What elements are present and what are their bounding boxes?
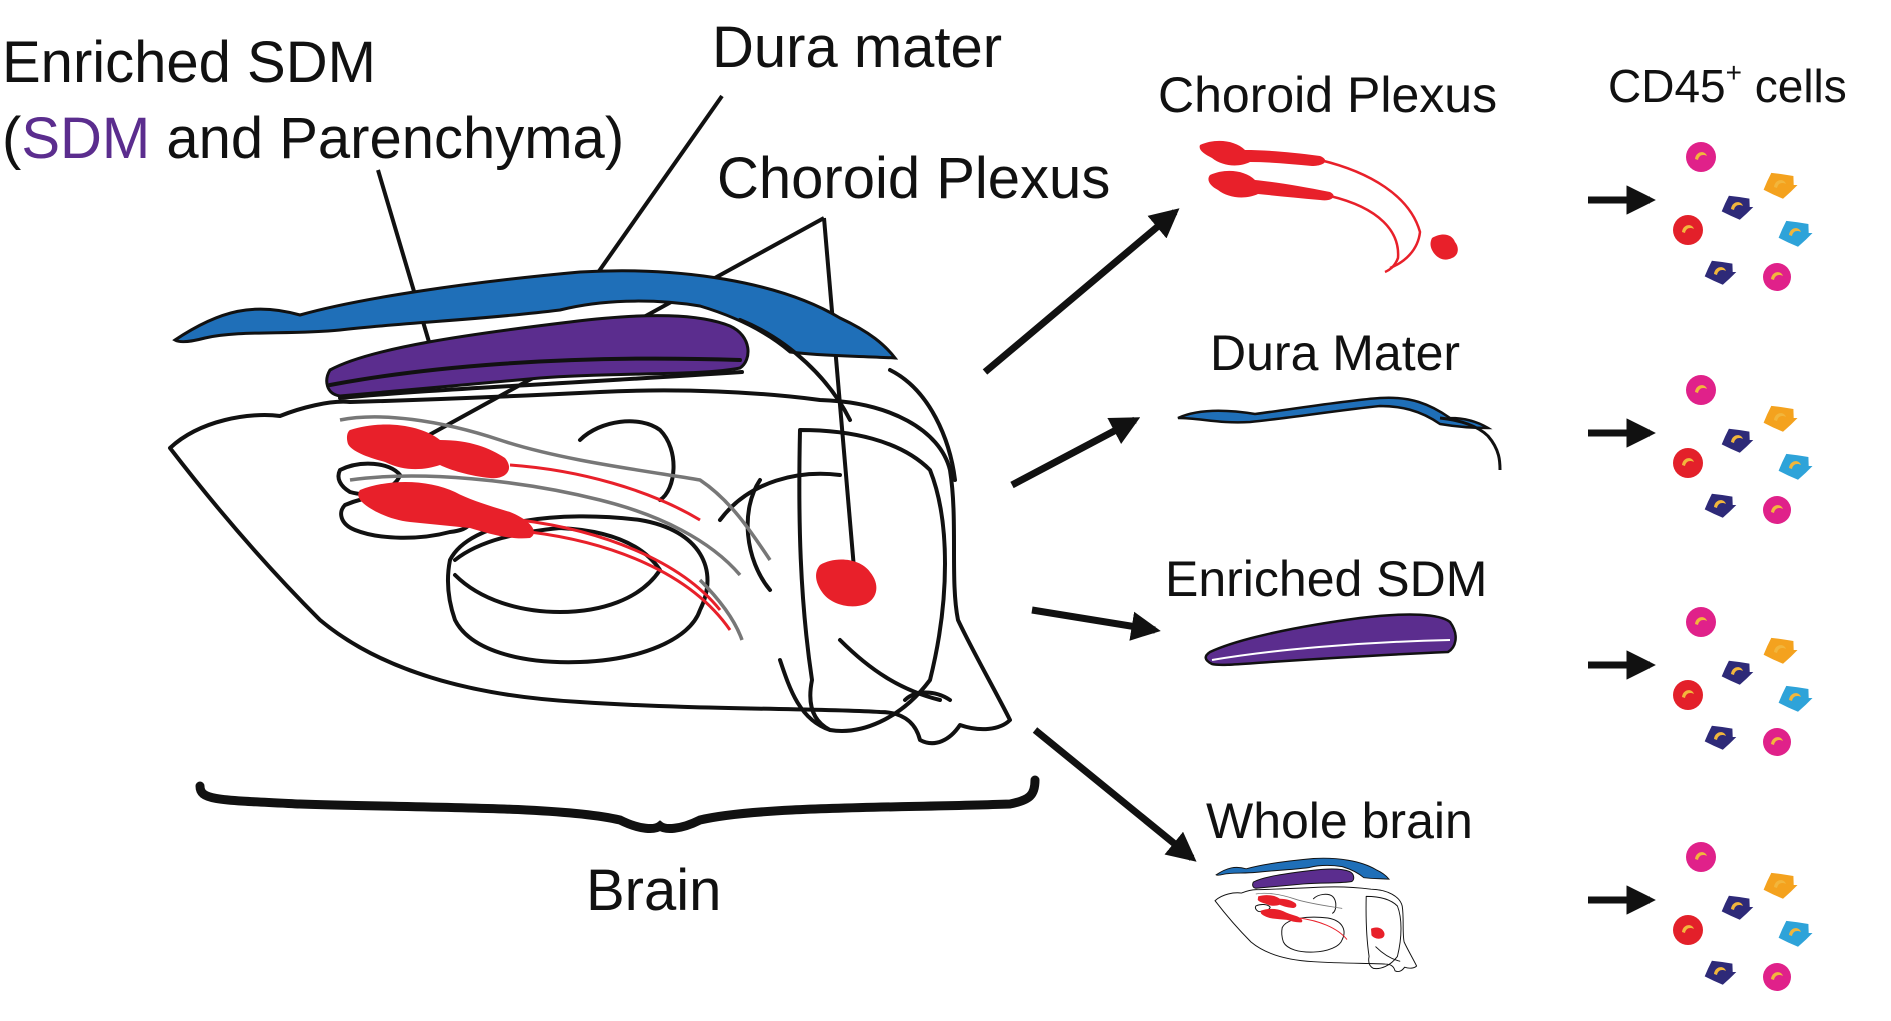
panel-dura-title: Dura Mater <box>1210 325 1460 381</box>
cell-red <box>1673 448 1703 478</box>
brain-schematic <box>168 269 1012 746</box>
cell-navy <box>1704 960 1737 985</box>
cell-rows <box>1588 142 1813 991</box>
cell-cluster-row <box>1588 142 1813 291</box>
enriched-sdm-sample <box>1204 613 1457 667</box>
cell-navy <box>1721 895 1754 920</box>
cell-pink <box>1763 728 1791 756</box>
cell-nucleus <box>1789 693 1801 701</box>
cell-pink <box>1763 496 1791 524</box>
cell-red <box>1673 915 1703 945</box>
dura-mater-sample <box>1177 396 1502 471</box>
cell-nucleus <box>1731 435 1743 443</box>
paren-open: ( <box>2 106 21 171</box>
cell-cyan <box>1778 920 1813 947</box>
cell-nucleus <box>1714 732 1726 740</box>
dura-mater-label: Dura mater <box>712 15 1002 80</box>
cell-nucleus <box>1774 645 1786 653</box>
cell-nucleus <box>1771 972 1783 980</box>
cell-cluster-row <box>1588 607 1813 756</box>
cd45-suffix: cells <box>1742 60 1847 112</box>
cell-navy <box>1704 493 1737 518</box>
choroid-plexus-label: Choroid Plexus <box>717 146 1110 211</box>
cell-nucleus <box>1682 225 1694 233</box>
cell-nucleus <box>1731 202 1743 210</box>
cell-nucleus <box>1695 152 1707 160</box>
cell-cluster-row <box>1588 375 1813 524</box>
cell-nucleus <box>1774 413 1786 421</box>
brain-outline <box>168 388 1012 746</box>
cell-nucleus <box>1714 267 1726 275</box>
whole-brain-sample <box>1214 857 1418 973</box>
cell-pink <box>1686 142 1716 172</box>
cell-navy <box>1721 428 1754 453</box>
cell-orange <box>1763 872 1798 899</box>
arrow-to-sdm <box>1031 606 1161 641</box>
enriched-sdm-title: Enriched SDM <box>2 30 376 95</box>
cell-pink <box>1686 375 1716 405</box>
cell-pink <box>1686 607 1716 637</box>
cell-nucleus <box>1695 385 1707 393</box>
cell-nucleus <box>1771 505 1783 513</box>
cell-pink <box>1686 842 1716 872</box>
cell-nucleus <box>1774 880 1786 888</box>
cd45-prefix: CD45 <box>1608 60 1726 112</box>
cell-nucleus <box>1714 500 1726 508</box>
cell-nucleus <box>1714 967 1726 975</box>
cell-orange <box>1763 637 1798 664</box>
cell-pink <box>1763 963 1791 991</box>
cell-nucleus <box>1774 180 1786 188</box>
brain-brace <box>195 775 1040 833</box>
panel-sdm-title: Enriched SDM <box>1165 551 1487 607</box>
choroid-plexus-sample <box>1199 140 1458 274</box>
cell-navy <box>1704 260 1737 285</box>
cell-cluster-row <box>1588 842 1813 991</box>
cell-red <box>1673 215 1703 245</box>
panel-whole-brain-title: Whole brain <box>1206 793 1473 849</box>
cell-nucleus <box>1731 902 1743 910</box>
arrow-to-choroid <box>982 208 1180 375</box>
cell-navy <box>1721 660 1754 685</box>
cell-nucleus <box>1789 928 1801 936</box>
cell-cyan <box>1778 685 1813 712</box>
sdm-parenchyma-label: (SDM and Parenchyma) <box>2 106 624 171</box>
cd45-superscript: + <box>1726 57 1742 88</box>
cell-nucleus <box>1695 852 1707 860</box>
cell-navy <box>1704 725 1737 750</box>
cell-cyan <box>1778 453 1813 480</box>
cell-nucleus <box>1789 228 1801 236</box>
cell-nucleus <box>1682 458 1694 466</box>
leader-dura <box>595 94 724 276</box>
choroid-fourth-ventricle <box>816 559 877 607</box>
brain-label: Brain <box>586 858 721 923</box>
cell-nucleus <box>1771 737 1783 745</box>
choroid-lateral-lower <box>358 481 534 539</box>
arrow-to-dura <box>1010 416 1141 489</box>
sdm-word: SDM <box>21 106 150 171</box>
cell-orange <box>1763 172 1798 199</box>
cd45-header: CD45+ cells <box>1608 57 1847 112</box>
cell-pink <box>1763 263 1791 291</box>
cell-orange <box>1763 405 1798 432</box>
cell-nucleus <box>1695 617 1707 625</box>
and-parenchyma: and Parenchyma) <box>150 106 624 171</box>
dura-mater-shape <box>172 269 899 360</box>
cell-navy <box>1721 195 1754 220</box>
arrow-to-whole-brain <box>1032 727 1197 862</box>
sdm-shape <box>325 314 750 398</box>
cell-nucleus <box>1789 461 1801 469</box>
cell-cyan <box>1778 220 1813 247</box>
choroid-lateral-upper <box>346 424 510 479</box>
cell-red <box>1673 680 1703 710</box>
cell-nucleus <box>1731 667 1743 675</box>
panel-choroid-title: Choroid Plexus <box>1158 67 1497 123</box>
cell-nucleus <box>1682 925 1694 933</box>
cell-nucleus <box>1682 690 1694 698</box>
cell-nucleus <box>1771 272 1783 280</box>
